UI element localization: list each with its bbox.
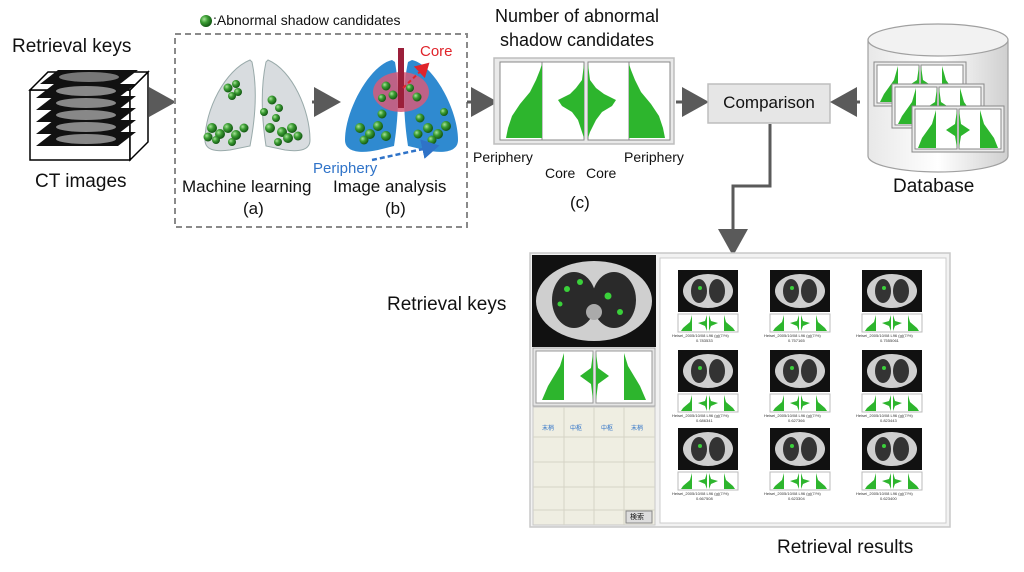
comparison-label: Comparison <box>723 93 815 112</box>
periphery-label: Periphery <box>313 160 378 177</box>
input-retrieval-keys-label: Retrieval keys <box>12 36 132 57</box>
key-col-label-1: 中枢 <box>570 426 583 432</box>
result-thumbnail[interactable] <box>861 428 923 491</box>
core-label: Core <box>420 43 453 60</box>
result-caption: Heisei_2005/10/08 L96 (g)(7/%) <box>672 413 729 418</box>
c-label-core-right: Core <box>586 165 617 181</box>
result-score: 0.627366 <box>788 418 805 423</box>
ct-image-stack <box>28 70 150 162</box>
legend-ball-icon <box>200 15 212 27</box>
step-c-title-line2: shadow candidates <box>499 30 655 50</box>
histogram-panel <box>493 57 675 145</box>
result-caption: Heisei_2005/10/08 L96 (g)(7/%) <box>856 333 913 338</box>
arrow-comparison-to-results <box>718 124 772 256</box>
result-thumbnail[interactable] <box>677 350 739 413</box>
result-score: 0.823443 <box>880 418 897 423</box>
c-label-core-left: Core <box>545 165 576 181</box>
result-thumbnail[interactable] <box>677 428 739 491</box>
legend-abnormal-label: :Abnormal shadow candidates <box>213 12 401 28</box>
database-label: Database <box>893 176 975 197</box>
search-button[interactable]: 検索 <box>630 514 644 521</box>
step-c-letter: (c) <box>570 193 590 212</box>
step-a-letter: (a) <box>243 199 264 218</box>
result-caption: Heisei_2005/10/08 L96 (g)(7/%) <box>764 333 821 338</box>
results-retrieval-keys-label: Retrieval keys <box>387 294 507 315</box>
result-thumbnails <box>677 270 923 491</box>
analysis-box <box>174 33 468 228</box>
lungs-a <box>203 59 311 152</box>
step-c-title-line1: Number of abnormal <box>494 6 660 26</box>
result-score: 0.667508 <box>696 496 713 501</box>
result-caption: Heisei_2005/10/08 L96 (g)(7/%) <box>856 413 913 418</box>
retrieval-results-label: Retrieval results <box>777 537 914 558</box>
step-b-letter: (b) <box>385 199 406 218</box>
step-a-caption: Machine learning <box>182 177 312 196</box>
key-col-label-2: 中枢 <box>601 426 614 432</box>
result-thumbnail[interactable] <box>769 350 831 413</box>
key-col-label-0: 末梢 <box>542 426 555 432</box>
result-score: 0.623400 <box>880 496 897 501</box>
lungs-b <box>345 48 458 162</box>
result-score: 0.783533 <box>696 338 713 343</box>
result-score: 0.623304 <box>788 496 805 501</box>
c-label-periphery-right: Periphery <box>624 149 684 165</box>
c-label-periphery-left: Periphery <box>473 149 533 165</box>
result-thumbnail[interactable] <box>769 270 831 333</box>
result-caption: Heisei_2005/10/08 L96 (g)(7/%) <box>764 413 821 418</box>
result-caption: Heisei_2005/10/08 L96 (g)(7/%) <box>764 491 821 496</box>
result-thumbnail[interactable] <box>677 270 739 333</box>
database-cylinder <box>867 23 1009 173</box>
ct-images-label: CT images <box>35 171 127 192</box>
key-col-label-3: 末梢 <box>631 426 644 432</box>
result-score: 0.686341 <box>696 418 713 423</box>
step-b-caption: Image analysis <box>333 177 447 196</box>
result-score: 0.757165 <box>788 338 805 343</box>
result-score: 0.7555061 <box>880 338 899 343</box>
result-caption: Heisei_2005/10/08 L96 (g)(7/%) <box>856 491 913 496</box>
result-caption: Heisei_2005/10/08 L96 (g)(7/%) <box>672 491 729 496</box>
result-thumbnail[interactable] <box>861 270 923 333</box>
result-caption: Heisei_2005/10/08 L96 (g)(7/%) <box>672 333 729 338</box>
result-thumbnail[interactable] <box>769 428 831 491</box>
result-thumbnail[interactable] <box>861 350 923 413</box>
